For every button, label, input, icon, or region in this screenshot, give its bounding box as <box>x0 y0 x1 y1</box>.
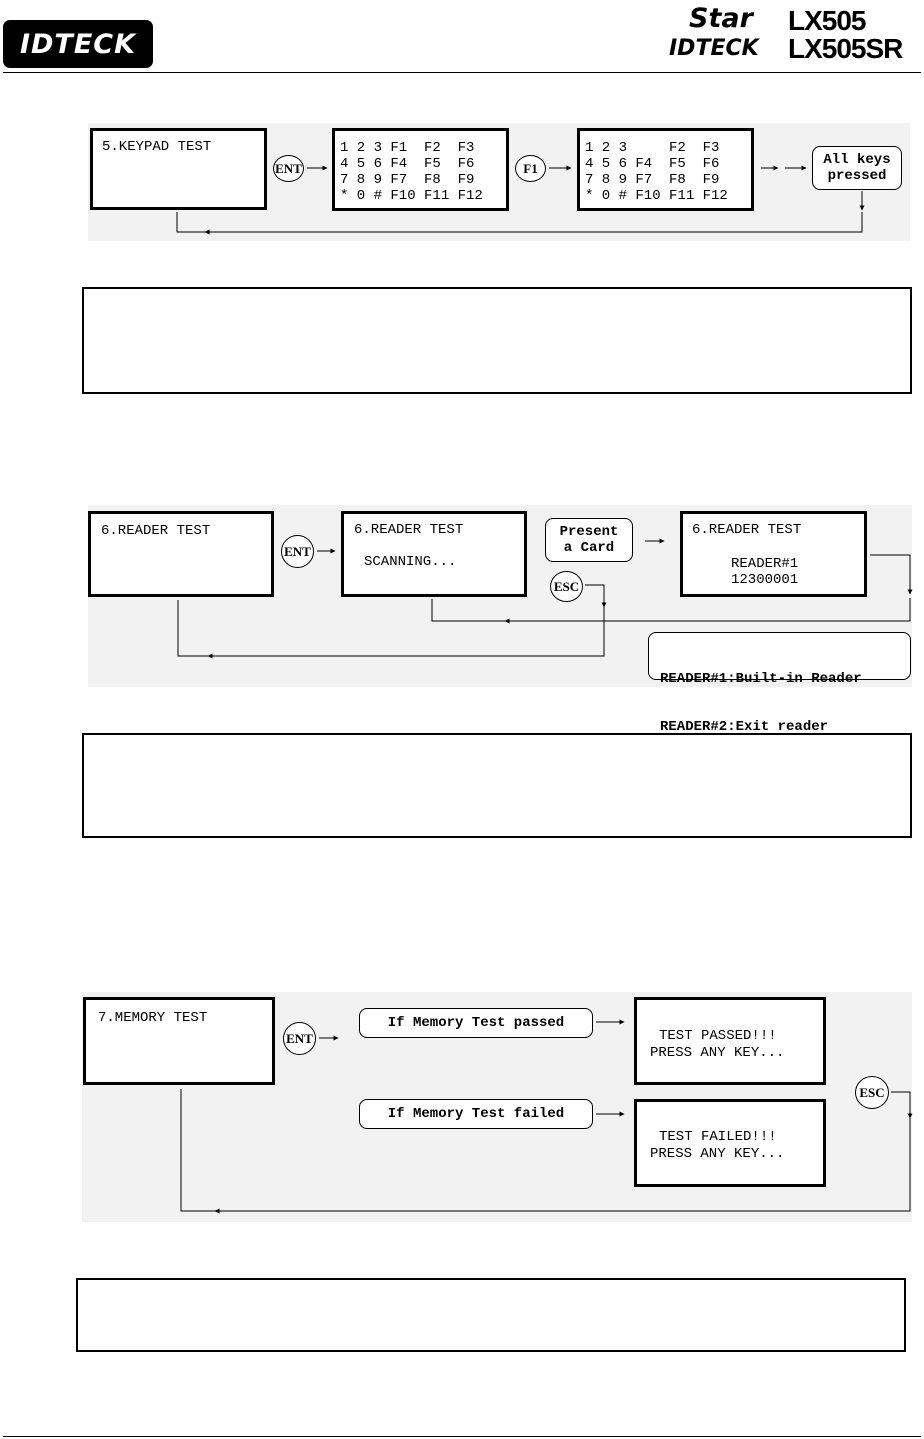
memory-passed-condition: If Memory Test passed <box>359 1008 593 1038</box>
escape-button: ESC <box>855 1076 889 1109</box>
reader-result-screen: 6.READER TEST READER#1 12300001 <box>680 511 867 597</box>
logo-text: IDTECK <box>19 28 137 60</box>
result-line-1: TEST FAILED!!! <box>659 1129 777 1145</box>
note-box-reader <box>82 733 912 838</box>
scanning-status: SCANNING... <box>364 554 457 570</box>
legend-line-2: READER#2:Exit reader <box>660 719 829 735</box>
reader-number: READER#1 <box>731 556 799 572</box>
memory-passed-screen: TEST PASSED!!! PRESS ANY KEY... <box>634 997 826 1085</box>
footer-divider <box>3 1436 921 1437</box>
note-box-memory <box>76 1278 906 1352</box>
result-line-2: PRESS ANY KEY... <box>650 1045 785 1061</box>
memory-test-screen: 7.MEMORY TEST <box>83 997 275 1085</box>
screen-title: 6.READER TEST <box>354 522 464 538</box>
keypad-grid-screen: 1 2 3 F1 F2 F3 4 5 6 F4 F5 F6 7 8 9 F7 F… <box>332 128 509 211</box>
enter-button: ENT <box>283 1022 316 1055</box>
reader-legend: READER#1:Built-in Reader READER#2:Exit r… <box>648 632 911 735</box>
result-line-1: TEST PASSED!!! <box>659 1028 777 1044</box>
keypad-grid-after-f1-screen: 1 2 3 F2 F3 4 5 6 F4 F5 F6 7 8 9 F7 F8 F… <box>577 128 754 211</box>
result-line-2: PRESS ANY KEY... <box>650 1146 785 1162</box>
reader-scanning-screen: 6.READER TEST SCANNING... <box>341 511 527 597</box>
screen-title: 5.KEYPAD TEST <box>102 139 212 155</box>
enter-button: ENT <box>273 155 304 182</box>
screen-title: 7.MEMORY TEST <box>98 1010 208 1026</box>
f1-button: F1 <box>515 155 546 182</box>
idteck-logo: IDTECK <box>3 20 153 68</box>
reader-test-screen: 6.READER TEST <box>88 511 274 597</box>
star-brand: Star <box>689 3 753 34</box>
header-divider <box>3 72 921 73</box>
present-card-note: Present a Card <box>545 518 633 562</box>
escape-button: ESC <box>550 571 583 602</box>
screen-title: 6.READER TEST <box>692 522 802 538</box>
note-box-keypad <box>82 287 912 394</box>
model-lx505sr: LX505SR <box>788 33 903 64</box>
card-number: 12300001 <box>731 572 799 588</box>
legend-line-1: READER#1:Built-in Reader <box>660 671 862 687</box>
screen-title: 6.READER TEST <box>101 523 211 539</box>
idteck-brand-right: IDTECK <box>669 36 759 61</box>
enter-button: ENT <box>281 535 314 568</box>
memory-failed-screen: TEST FAILED!!! PRESS ANY KEY... <box>634 1099 826 1187</box>
memory-failed-condition: If Memory Test failed <box>359 1099 593 1129</box>
model-lx505: LX505 <box>788 5 866 36</box>
all-keys-pressed-note: All keys pressed <box>812 146 902 190</box>
keypad-test-screen: 5.KEYPAD TEST <box>90 128 267 210</box>
